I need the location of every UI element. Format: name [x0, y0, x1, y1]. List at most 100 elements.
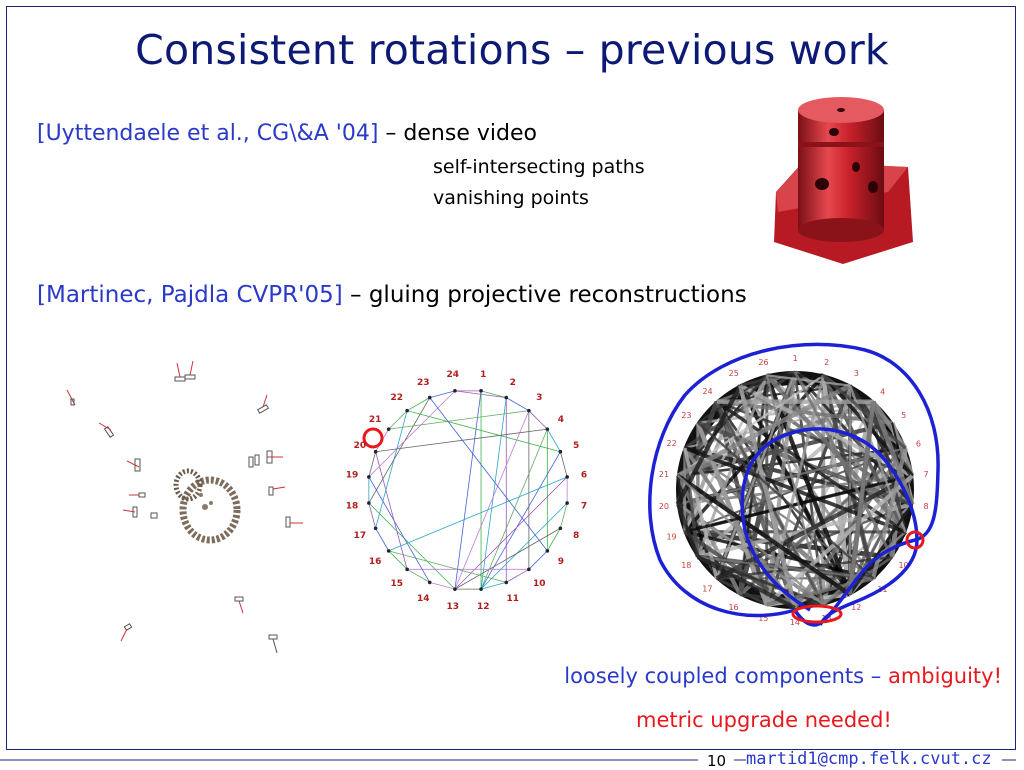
graph-node-label: 11 — [507, 594, 520, 604]
graph-node — [453, 389, 457, 393]
camera-marker-icon — [185, 361, 195, 379]
page-number: 10 — [707, 752, 726, 770]
graph-edge — [481, 452, 560, 589]
dense-node-label: 26 — [758, 358, 768, 367]
graph-node — [546, 549, 550, 553]
note-metric-upgrade: metric upgrade needed! — [636, 708, 892, 732]
dense-node-label: 6 — [916, 439, 921, 448]
author-email[interactable]: martid1@cmp.felk.cvut.cz — [746, 749, 992, 769]
dense-node-label: 4 — [880, 387, 885, 396]
graph-node-label: 6 — [581, 471, 587, 481]
graph-node — [453, 587, 457, 591]
graph-node-label: 8 — [573, 531, 579, 541]
graph-edge — [369, 503, 455, 589]
graph-node-label: 1 — [480, 370, 486, 380]
dense-node-label: 25 — [729, 369, 739, 378]
graph-node-label: 2 — [510, 378, 516, 388]
graph-node — [546, 427, 550, 431]
graph-node — [527, 568, 531, 572]
camera-marker-icon — [269, 635, 277, 653]
graph-node-label: 20 — [354, 441, 367, 451]
dense-node-label: 20 — [659, 502, 669, 511]
graph-node-label: 3 — [536, 393, 542, 403]
camera-marker-icon — [175, 363, 185, 381]
dense-node-label: 5 — [901, 411, 906, 420]
slide-title: Consistent rotations – previous work — [0, 26, 1024, 74]
camera-marker-icon — [258, 395, 269, 413]
citation-uyttendaele-topic: – dense video — [378, 121, 537, 146]
graph-node-label: 14 — [417, 594, 430, 604]
graph-edges — [369, 391, 567, 589]
note-ambiguity: ambiguity! — [888, 664, 1002, 688]
note-loosely-coupled-text: loosely coupled components – — [564, 664, 888, 688]
graph-node — [479, 587, 483, 591]
graph-node — [559, 526, 563, 530]
dense-node-label: 7 — [924, 470, 929, 479]
graph-edge — [560, 452, 567, 477]
camera-marker-icon — [99, 423, 114, 437]
camera-marker-icon — [269, 487, 285, 495]
camera-marker-icon — [129, 493, 145, 497]
graph-node — [405, 409, 409, 413]
graph-edge — [369, 398, 430, 503]
camera-marker-icon — [123, 507, 157, 518]
graph-node — [504, 396, 508, 400]
citation-uyttendaele: [Uyttendaele et al., CG\&A '04] — [37, 121, 378, 146]
camera-marker-icon — [249, 451, 283, 467]
graph-edge — [455, 477, 567, 589]
graph-node — [565, 475, 569, 479]
graph-node — [374, 450, 378, 454]
graph-edge — [529, 411, 547, 429]
graph-node — [367, 475, 371, 479]
dense-node-label: 24 — [702, 387, 712, 396]
graph-edge — [455, 391, 481, 589]
graph-edge — [481, 398, 506, 590]
graph-node-label: 17 — [354, 531, 367, 541]
graph-node-label: 15 — [391, 579, 404, 589]
dense-node-label: 16 — [728, 603, 738, 612]
dense-node-label: 1 — [793, 354, 798, 363]
graph-node-label: 24 — [446, 370, 459, 380]
graph-node — [559, 450, 563, 454]
graph-node-label: 16 — [369, 557, 382, 567]
graph-edge — [506, 569, 529, 582]
dense-node-label: 3 — [854, 369, 859, 378]
citation-martinec-topic: – gluing projective reconstructions — [343, 282, 747, 308]
graph-node — [479, 389, 483, 393]
graph-node-label: 12 — [477, 602, 490, 612]
camera-marker-icon — [286, 517, 303, 527]
dense-node-label: 21 — [659, 470, 669, 479]
graph-node — [374, 526, 378, 530]
dense-graph-edges — [678, 372, 912, 608]
graph-node-label: 7 — [581, 501, 587, 511]
graph-node-label: 23 — [417, 378, 430, 388]
graph-edge — [506, 398, 529, 411]
dense-node-label: 8 — [923, 502, 928, 511]
citation-martinec: [Martinec, Pajdla CVPR'05] — [37, 282, 343, 308]
dense-node-label: 23 — [681, 411, 691, 420]
dense-node-label: 18 — [681, 561, 691, 570]
graph-node-label: 5 — [573, 441, 579, 451]
graph-edge — [529, 551, 547, 569]
highlight-ellipse-icon — [793, 606, 841, 622]
graph-edge — [481, 391, 506, 398]
graph-node-label: 18 — [346, 501, 359, 511]
graph-node — [405, 568, 409, 572]
reference-martinec: [Martinec, Pajdla CVPR'05] – gluing proj… — [37, 282, 747, 308]
graph-node-label: 22 — [391, 393, 404, 403]
graph-node-label: 19 — [346, 471, 359, 481]
camera-marker-icon — [67, 390, 75, 405]
graph-edge — [481, 429, 547, 589]
point-cloud — [176, 471, 237, 540]
dense-node-label: 17 — [702, 585, 712, 594]
graph-edge — [481, 503, 567, 589]
highlight-circle-icon — [364, 429, 382, 447]
dense-node-label: 2 — [824, 358, 829, 367]
reference-uyttendaele: [Uyttendaele et al., CG\&A '04] – dense … — [37, 121, 537, 146]
camera-marker-icon — [235, 597, 243, 613]
graph-node — [428, 581, 432, 585]
graph-node-label: 10 — [533, 579, 546, 589]
